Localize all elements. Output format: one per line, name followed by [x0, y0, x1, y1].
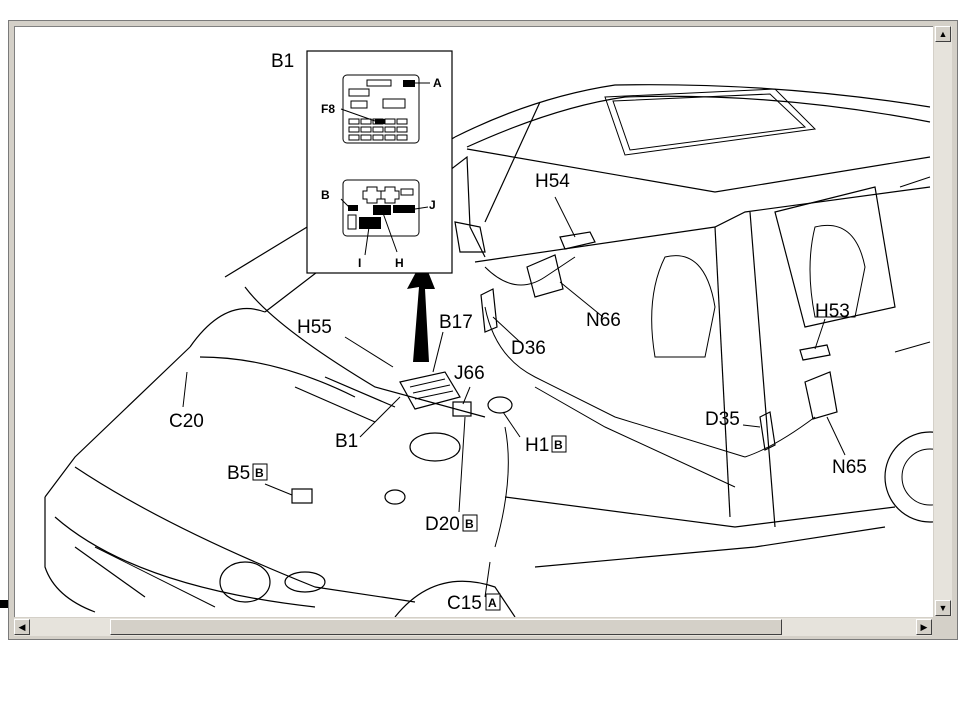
scroll-down-button[interactable]: ▼ [935, 600, 951, 616]
leader-lines [182, 196, 846, 598]
fuse-box-inset [306, 50, 453, 274]
scroll-left-button[interactable]: ◀ [14, 619, 30, 635]
horizontal-scroll-thumb[interactable] [110, 619, 782, 635]
label-h1-box: B [554, 438, 563, 452]
inset-label-a: A [433, 76, 442, 90]
label-d36: D36 [511, 338, 546, 359]
label-n66: N66 [586, 310, 621, 331]
inset-label-b: B [321, 188, 330, 202]
label-b5-box: B [255, 466, 264, 480]
arrow-to-inset-icon [407, 259, 435, 362]
inset-label-h: H [395, 256, 404, 270]
inset-label-f8: F8 [321, 102, 335, 116]
label-n65: N65 [832, 457, 867, 478]
arrow-right-icon: ▶ [920, 622, 928, 632]
label-b5: B5 [227, 463, 250, 484]
scroll-up-button[interactable]: ▲ [935, 26, 951, 42]
inset-label-i: I [358, 256, 361, 270]
vertical-scrollbar[interactable]: ▲ ▼ [934, 26, 952, 616]
label-h1: H1 [525, 435, 549, 456]
scroll-right-button[interactable]: ▶ [916, 619, 932, 635]
label-d20: D20 [425, 514, 460, 535]
diagram-canvas: B1 A F8 B J I H H54 H55 B17 D36 N66 H53 … [14, 26, 933, 617]
label-c15-box: A [488, 596, 497, 610]
label-h53: H53 [815, 301, 850, 322]
diagram-viewer-window: B1 A F8 B J I H H54 H55 B17 D36 N66 H53 … [8, 20, 958, 640]
inset-label-j: J [429, 198, 436, 212]
scrollbar-corner [934, 618, 952, 636]
component-shapes [291, 221, 838, 504]
label-h55: H55 [297, 317, 332, 338]
arrow-up-icon: ▲ [938, 29, 948, 39]
horizontal-scrollbar[interactable]: ◀ ▶ [14, 618, 932, 636]
label-c15: C15 [447, 593, 482, 614]
arrow-down-icon: ▼ [938, 603, 948, 613]
label-b1: B1 [335, 431, 358, 452]
label-b17: B17 [439, 312, 473, 333]
label-j66: J66 [454, 363, 485, 384]
vehicle-wiring-location-diagram: B1 A F8 B J I H H54 H55 B17 D36 N66 H53 … [44, 50, 933, 617]
label-h54: H54 [535, 171, 570, 192]
wiring-harness [484, 256, 816, 548]
inset-title: B1 [271, 51, 294, 72]
labels: B1 A F8 B J I H H54 H55 B17 D36 N66 H53 … [169, 51, 867, 614]
label-d20-box: B [465, 517, 474, 531]
label-c20: C20 [169, 411, 204, 432]
arrow-left-icon: ◀ [18, 622, 26, 632]
label-d35: D35 [705, 409, 740, 430]
page-edge-mark [0, 600, 8, 608]
